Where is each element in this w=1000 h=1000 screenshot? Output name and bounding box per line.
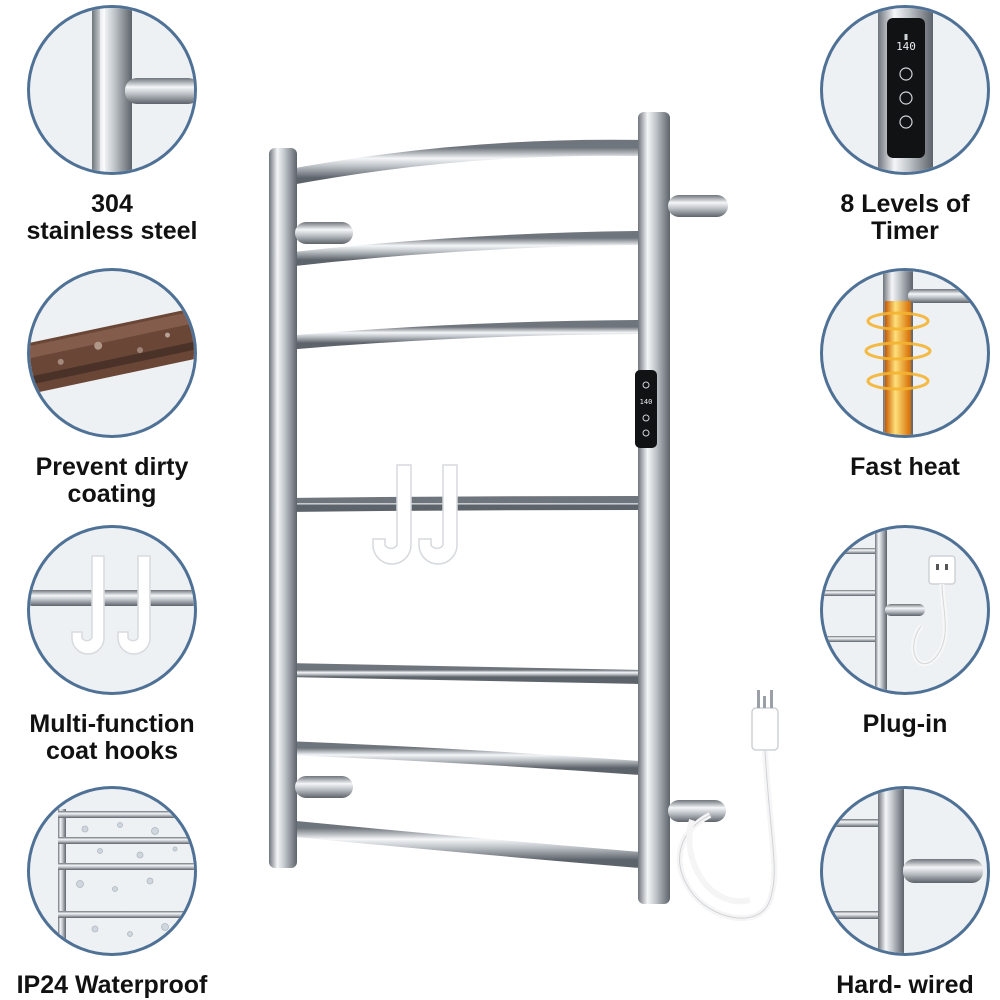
wall-mount <box>668 195 728 217</box>
feature-label: 8 Levels of Timer <box>840 190 970 245</box>
feature-hard-wired: Hard- wired <box>805 786 1000 999</box>
feature-plug-in: Plug-in <box>805 525 1000 738</box>
feature-label: Multi-function coat hooks <box>29 710 195 765</box>
hardwire-bar-icon <box>820 786 990 956</box>
coat-hooks[interactable] <box>372 464 458 565</box>
control-panel-icon: 140 <box>820 5 990 175</box>
panel-display: 140 <box>640 398 653 406</box>
heat-glow-icon <box>820 268 990 438</box>
towel-warmer-product: 140 <box>240 100 780 960</box>
wall-mount <box>668 800 726 822</box>
feature-label: Fast heat <box>850 453 960 481</box>
wall-mount <box>295 776 353 798</box>
feature-label: Plug-in <box>862 710 948 738</box>
right-post <box>638 112 670 904</box>
coat-hooks-icon <box>27 525 197 695</box>
feature-fast-heat: Fast heat <box>805 268 1000 481</box>
timer-display: 140 <box>896 40 916 53</box>
feature-label: IP24 Waterproof <box>16 971 208 999</box>
feature-waterproof: IP24 Waterproof <box>12 786 212 999</box>
feature-coat-hooks: Multi-function coat hooks <box>12 525 212 765</box>
left-post <box>269 148 297 868</box>
feature-prevent-dirty-coating: Prevent dirty coating <box>12 268 212 508</box>
feature-stainless-steel: 304 stainless steel <box>12 5 212 245</box>
wall-socket-plug-icon <box>820 525 990 695</box>
towel-rails <box>277 139 648 868</box>
control-panel: 140 <box>635 370 657 448</box>
rusty-bar-icon <box>27 268 197 438</box>
wall-mount <box>295 222 353 244</box>
water-droplets-icon <box>27 786 197 956</box>
feature-label: Hard- wired <box>836 971 974 999</box>
steel-bar-closeup-icon <box>27 5 197 175</box>
power-cord-plug <box>676 690 779 921</box>
feature-label: 304 stainless steel <box>26 190 198 245</box>
feature-label: Prevent dirty coating <box>35 453 189 508</box>
feature-timer: 140 8 Levels of Timer <box>805 5 1000 245</box>
